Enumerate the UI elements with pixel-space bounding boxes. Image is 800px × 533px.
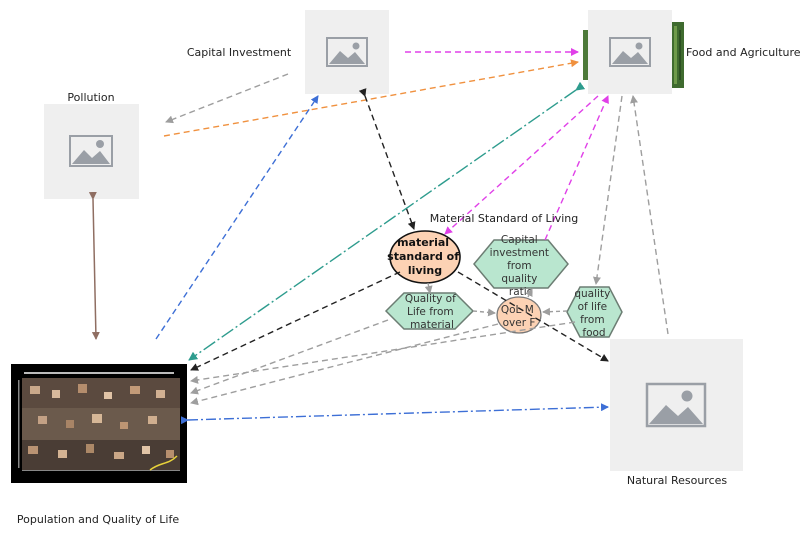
node-label-line: over F xyxy=(503,317,536,329)
node-label-line: Capital xyxy=(501,234,538,246)
population-quality-stock[interactable] xyxy=(11,364,187,483)
arrow-quality-food-to-qol[interactable] xyxy=(542,307,568,316)
arrow-population-natural-resources[interactable] xyxy=(180,403,609,425)
crowd-photo-thumbnail xyxy=(18,372,180,471)
quality-of-life-material-node[interactable]: Quality of Life from material xyxy=(384,292,475,331)
material-standard-node[interactable]: material standard of living xyxy=(387,230,463,284)
node-label-line: Life from xyxy=(407,306,454,318)
arrow-quality-food-to-population[interactable] xyxy=(190,321,576,384)
arrow-capital-to-material-standard[interactable] xyxy=(358,88,416,230)
capital-investment-stock[interactable] xyxy=(305,10,389,94)
node-label-line: quality xyxy=(574,288,610,300)
arrow-capital-investment-quality-to-food[interactable] xyxy=(544,95,609,241)
arrow-capital-to-pollution[interactable] xyxy=(165,73,289,124)
natural-resources-stock[interactable] xyxy=(610,339,743,471)
image-placeholder-icon xyxy=(326,37,368,67)
arrow-qol-to-capital-investment-quality[interactable] xyxy=(525,288,533,298)
node-label-line: material xyxy=(397,236,449,249)
arrow-material-standard-to-quality-material[interactable] xyxy=(424,282,433,294)
capital-investment-quality-node[interactable]: Capital investment from quality ratio xyxy=(473,234,569,298)
vegetation-photo-strip xyxy=(583,22,684,88)
arrow-quality-material-to-qol[interactable] xyxy=(472,308,496,317)
arrow-population-to-capital[interactable] xyxy=(155,95,319,340)
node-label-line: of life xyxy=(578,301,607,313)
capital-investment-label: Capital Investment xyxy=(187,46,292,59)
pollution-stock[interactable] xyxy=(44,104,139,199)
node-label-line: food xyxy=(582,327,605,339)
population-quality-label: Population and Quality of Life xyxy=(17,513,179,526)
image-placeholder-icon xyxy=(69,135,113,167)
node-label-line: ratio xyxy=(509,286,533,298)
arrow-quality-material-to-population[interactable] xyxy=(190,319,389,395)
connection-arrows xyxy=(88,48,669,425)
food-and-agriculture-label: Food and Agriculture xyxy=(686,46,800,59)
arrow-food-to-population[interactable] xyxy=(188,81,586,361)
pollution-label: Pollution xyxy=(67,91,114,104)
node-label-line: from xyxy=(507,260,531,272)
image-placeholder-icon xyxy=(609,37,651,67)
node-label-line: investment xyxy=(490,247,549,259)
node-label-line: from xyxy=(580,314,604,326)
arrow-food-to-quality-of-life-food[interactable] xyxy=(592,95,623,285)
node-label-line: material xyxy=(410,319,454,331)
arrow-material-standard-to-natural-resources[interactable] xyxy=(457,271,609,362)
arrow-food-to-material-standard[interactable] xyxy=(444,95,599,235)
arrow-qol-to-population[interactable] xyxy=(190,323,499,406)
node-label-line: quality xyxy=(501,273,537,285)
image-placeholder-icon xyxy=(645,382,707,428)
natural-resources-label: Natural Resources xyxy=(627,474,728,487)
arrow-natural-resources-to-food[interactable] xyxy=(630,95,669,335)
quality-of-life-food-node[interactable]: quality of life from food xyxy=(566,286,623,339)
material-standard-title: Material Standard of Living xyxy=(430,212,579,225)
arrow-material-standard-to-population[interactable] xyxy=(190,271,401,371)
arrow-pollution-population[interactable] xyxy=(88,191,100,340)
food-and-agriculture-stock[interactable] xyxy=(583,10,684,94)
node-label-line: living xyxy=(408,264,442,277)
node-label-line: standard of xyxy=(387,250,459,263)
svg-text:Quality of Life from: Quality of Life from material xyxy=(405,293,459,331)
node-label-line: Quality of xyxy=(405,293,456,305)
